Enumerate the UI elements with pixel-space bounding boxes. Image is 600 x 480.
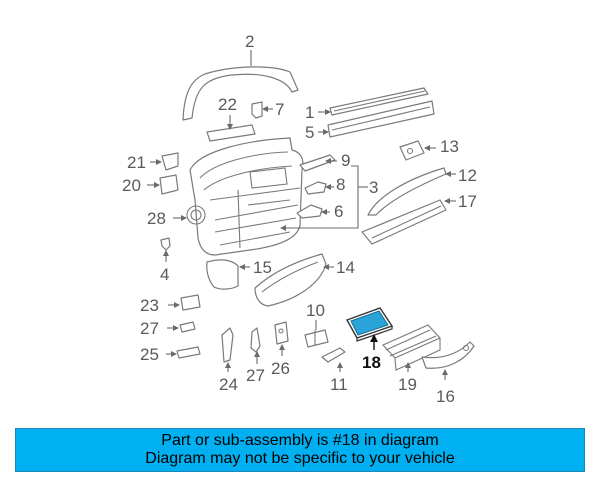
banner-line-1: Part or sub-assembly is #18 in diagram [161, 432, 439, 449]
part-22-trim-piece [206, 124, 256, 142]
callout-19: 19 [398, 375, 417, 394]
part-5-belt-weatherstrip [327, 100, 435, 138]
callout-4: 4 [160, 265, 169, 284]
callout-11: 11 [330, 375, 348, 394]
part-4-clip [160, 237, 171, 251]
callout-7: 7 [275, 100, 284, 119]
callout-17: 17 [458, 192, 477, 211]
callout-8: 8 [336, 175, 345, 194]
callout-24: 24 [219, 375, 238, 394]
callout-23: 23 [140, 296, 159, 315]
part-1-belt-molding [329, 87, 429, 116]
part-28-door-panel [186, 137, 304, 256]
callout-28: 28 [147, 209, 166, 228]
banner-line-2: Diagram may not be specific to your vehi… [145, 450, 455, 467]
callout-20: 20 [122, 176, 141, 195]
callout-3: 3 [369, 178, 378, 197]
part-24-trim-strip [221, 327, 234, 363]
part-27-retainer [179, 321, 196, 333]
callout-15: 15 [253, 258, 272, 277]
callout-14: 14 [336, 258, 355, 277]
part-15-lower-cover [206, 259, 239, 290]
callout-27b: 27 [246, 366, 265, 385]
part-11-bracket [321, 347, 346, 363]
callout-18: 18 [362, 353, 381, 372]
part-17-armrest-trim [361, 199, 447, 245]
part-26-switch [274, 321, 289, 345]
callout-2: 2 [245, 32, 254, 51]
parts-diagram: 2 1 5 13 22 7 21 20 [122, 32, 477, 406]
callout-12: 12 [458, 166, 477, 185]
callout-16: 16 [436, 387, 455, 406]
part-19-pocket-panel [382, 324, 441, 371]
callout-22: 22 [218, 95, 237, 114]
part-13-switch [399, 140, 425, 161]
callout-6: 6 [334, 202, 343, 221]
callout-27: 27 [140, 319, 159, 338]
callout-10: 10 [306, 301, 325, 320]
part-10-bracket [304, 329, 329, 348]
part-18-highlighted-panel [345, 307, 394, 342]
part-6-pull-cup [296, 204, 323, 219]
part-2-window-frame [182, 66, 299, 121]
callout-9: 9 [341, 151, 350, 170]
part-16-pocket-trim [421, 341, 475, 369]
part-21-clip [161, 152, 179, 171]
callout-26: 26 [271, 359, 290, 378]
part-9-handle-trim [299, 154, 336, 172]
part-25-reflector [176, 346, 201, 359]
part-23-switch-block [180, 294, 201, 311]
callout-1: 1 [305, 103, 314, 122]
part-8-handle [304, 181, 327, 195]
callout-13: 13 [440, 137, 459, 156]
part-14-armrest [254, 253, 327, 307]
info-banner: Part or sub-assembly is #18 in diagram D… [15, 428, 585, 472]
callout-25: 25 [140, 345, 159, 364]
part-7-clip [251, 101, 263, 119]
part-27-retainer-b [250, 327, 261, 353]
part-20-cover [159, 174, 179, 195]
callout-5: 5 [305, 123, 314, 142]
callout-21: 21 [127, 153, 146, 172]
